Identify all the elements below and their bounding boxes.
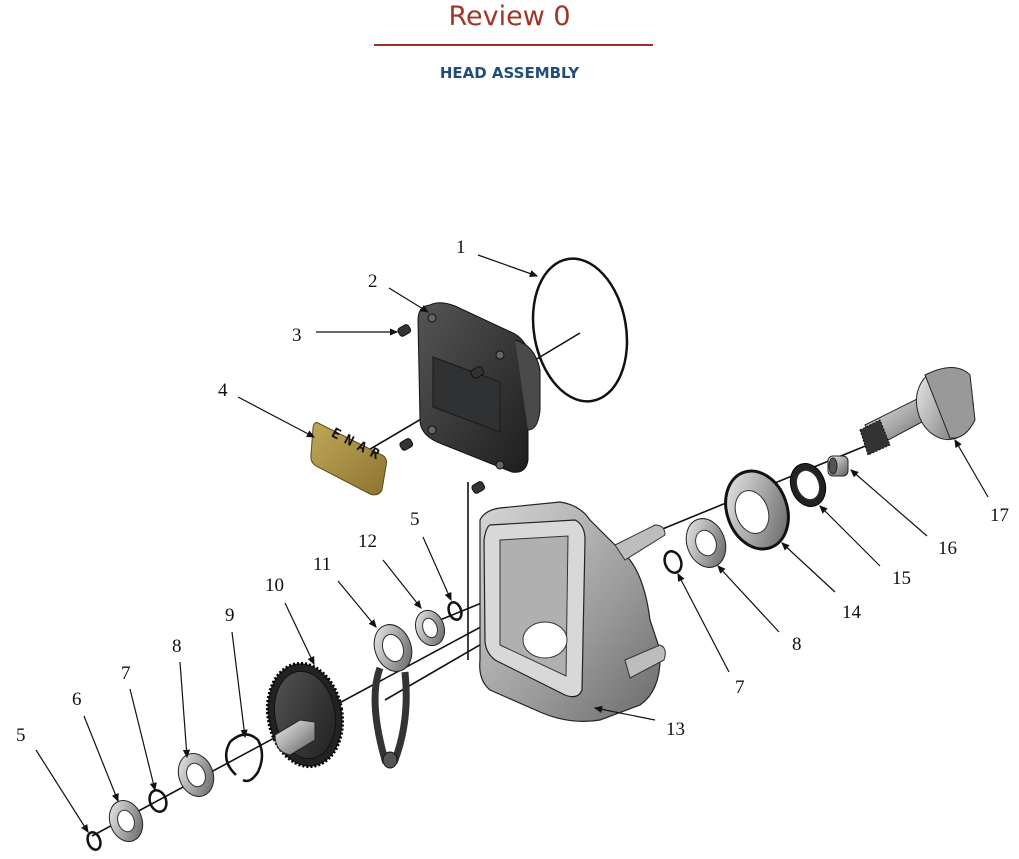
- callout-9: 9: [225, 605, 235, 626]
- callout-16: 16: [938, 538, 957, 559]
- callout-17: 17: [990, 505, 1009, 526]
- callout-13: 13: [666, 719, 685, 740]
- callout-15: 15: [892, 568, 911, 589]
- callout-7-left: 7: [121, 663, 131, 684]
- leader-lines: [35, 254, 989, 834]
- callout-2: 2: [368, 271, 378, 292]
- circlip-part: [224, 733, 264, 783]
- callout-5-left: 5: [16, 725, 26, 746]
- pinion-shaft-part: [859, 367, 976, 456]
- cover-plate-part: [417, 302, 541, 473]
- snap-ring-part-left: [86, 831, 102, 851]
- callout-7-right: 7: [735, 677, 745, 698]
- gear-part: [265, 661, 345, 769]
- callout-12: 12: [358, 531, 377, 552]
- callout-8-right: 8: [792, 634, 802, 655]
- callout-10: 10: [265, 575, 284, 596]
- bearing-part-12: [414, 609, 446, 647]
- callout-14: 14: [842, 602, 862, 623]
- callout-8-left: 8: [172, 636, 182, 657]
- assembly-title: HEAD ASSEMBLY: [439, 64, 580, 82]
- bearing-part-6: [108, 800, 144, 842]
- review-label: Review 0: [448, 1, 571, 32]
- callout-5-upper: 5: [410, 509, 420, 530]
- o-ring-part: [531, 257, 629, 403]
- callout-11: 11: [313, 554, 331, 575]
- callout-3: 3: [292, 325, 302, 346]
- callout-labels: 1 2 3 4 5 5 6 7 7 8 8 9 10 11 12 13 14 1…: [16, 237, 1009, 746]
- snap-ring-part: [447, 601, 463, 621]
- screw-parts: [397, 324, 486, 494]
- callout-6: 6: [72, 689, 82, 710]
- seal-carrier-part: [724, 469, 790, 551]
- housing-part: [479, 501, 666, 722]
- callout-4: 4: [218, 380, 228, 401]
- callout-1: 1: [456, 237, 466, 258]
- nameplate-part: ENAR: [310, 422, 387, 496]
- bearing-part-8-left: [177, 753, 215, 797]
- oil-seal-part: [789, 463, 827, 507]
- bearing-part-8-right: [685, 518, 727, 568]
- connecting-rod-part: [371, 624, 413, 769]
- washer-part-7-right: [663, 550, 683, 574]
- needle-bearing-part: [827, 455, 849, 477]
- header-divider: [374, 44, 653, 46]
